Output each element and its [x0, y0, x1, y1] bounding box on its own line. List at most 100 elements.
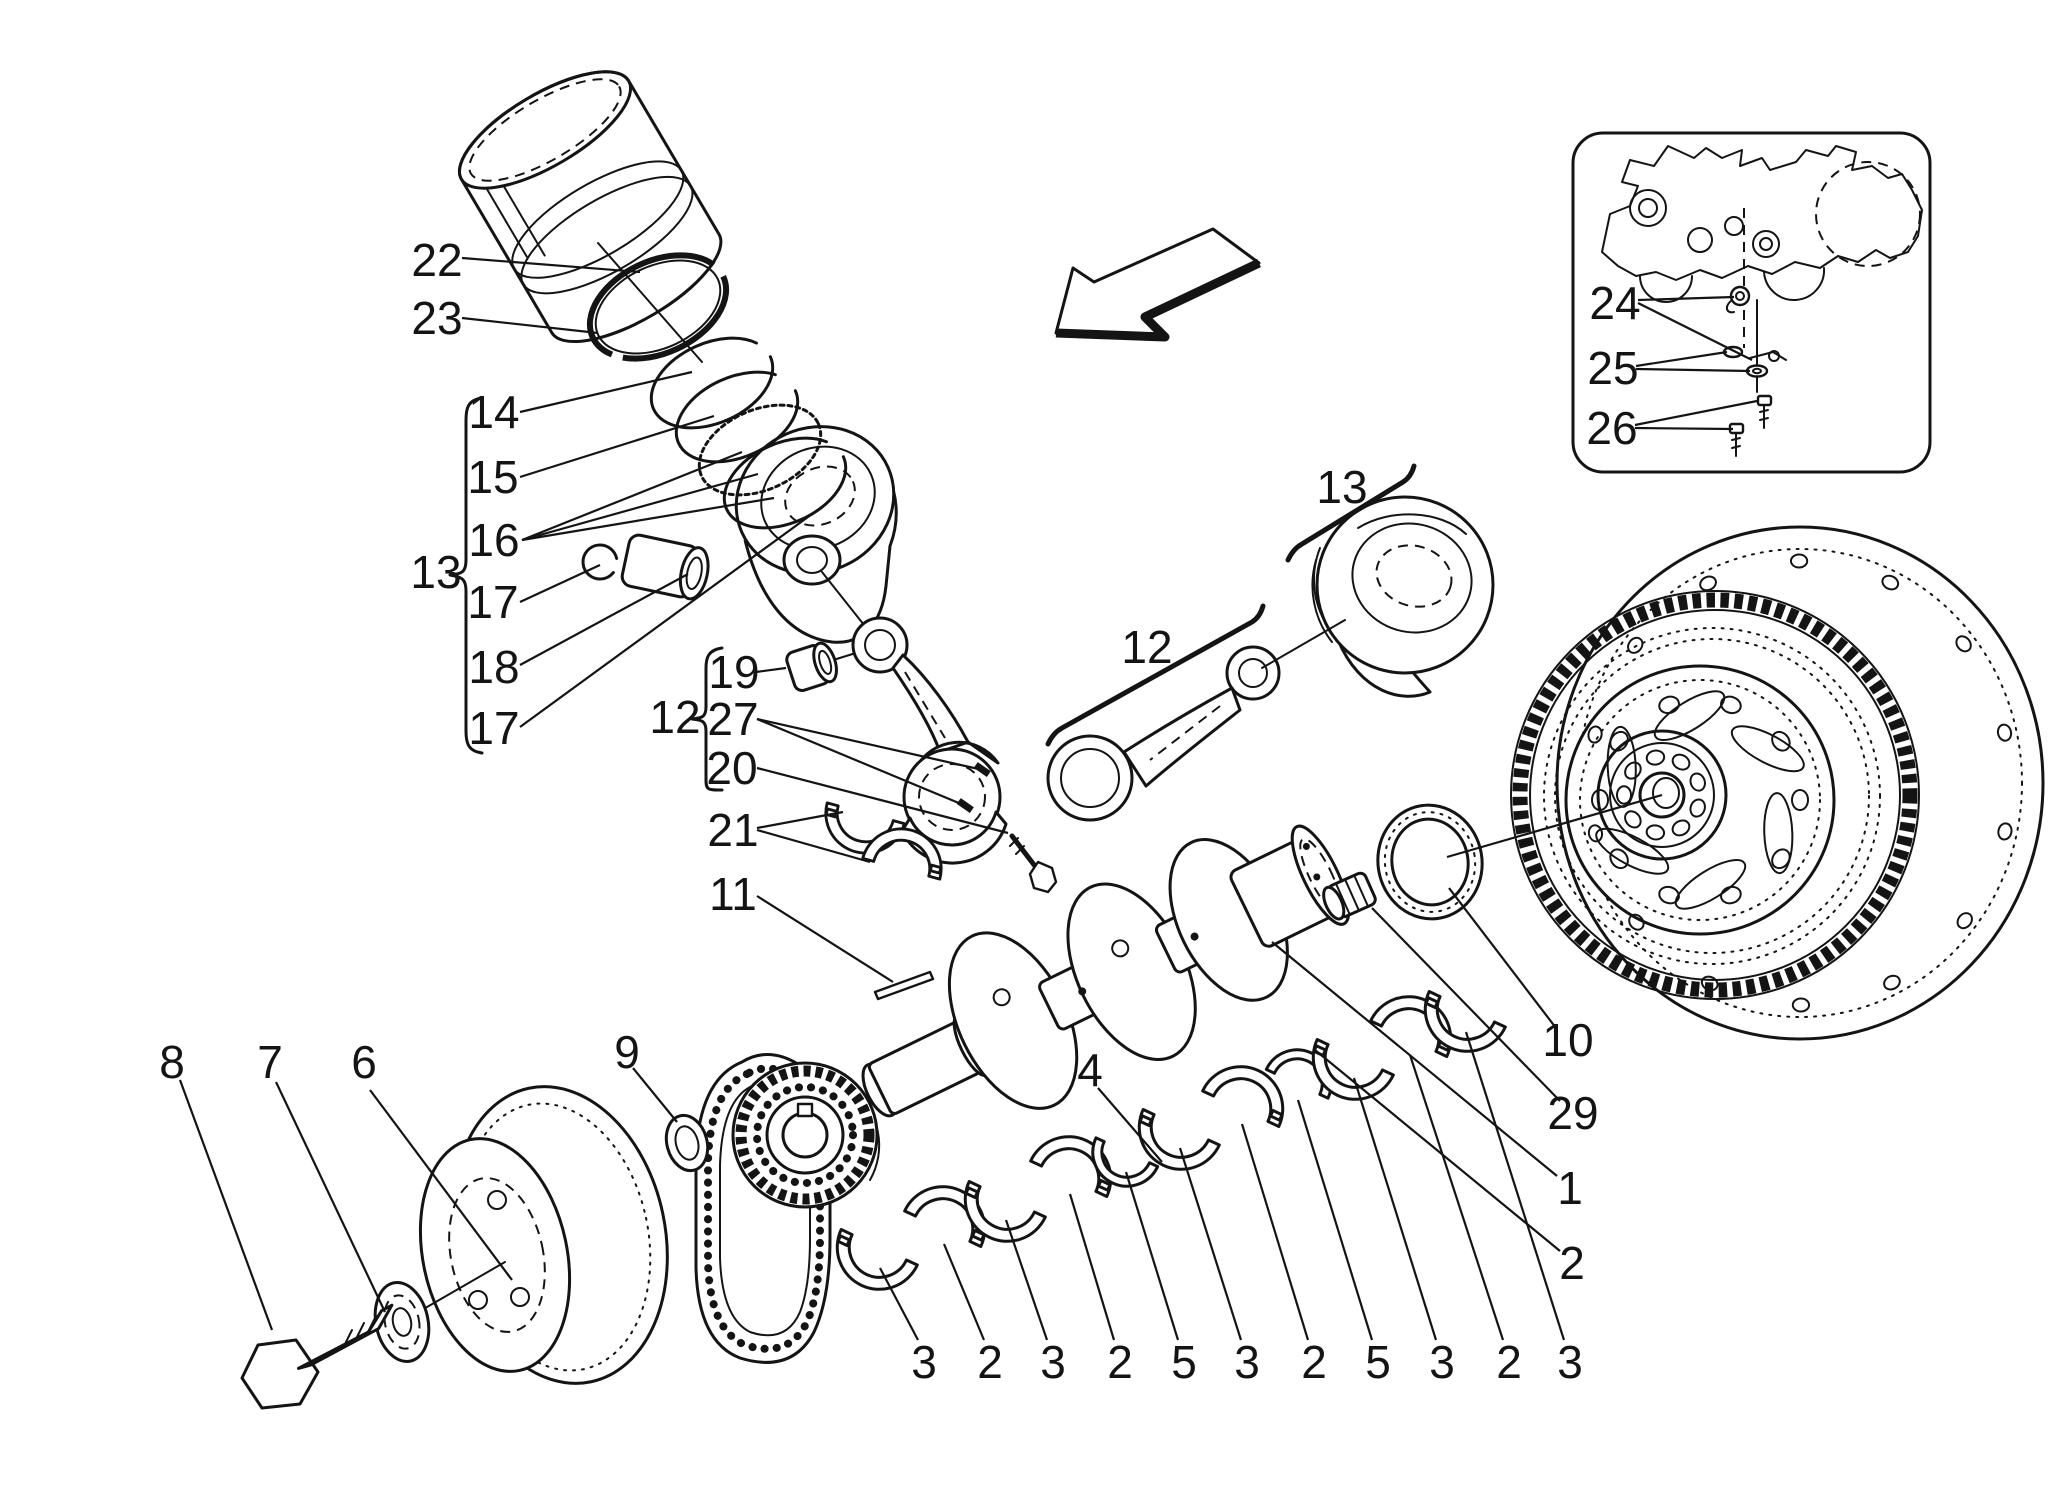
flywheel-hole: [1624, 810, 1642, 829]
callout-14: 14: [468, 370, 693, 438]
callout-label: 10: [1542, 1014, 1593, 1066]
callout-2: 2: [1240, 1123, 1327, 1388]
callout-label: 3: [911, 1336, 937, 1388]
piston-rings: [649, 336, 848, 530]
callout-label: 20: [706, 742, 757, 794]
oil-jet-bolts: [1728, 394, 1773, 457]
callout-16: 16: [468, 450, 775, 566]
piston-left: [734, 425, 898, 644]
callout-29: 29: [1371, 907, 1599, 1139]
callout-label: 3: [1429, 1336, 1455, 1388]
callout-label: 29: [1547, 1087, 1598, 1139]
flywheel-hole: [1615, 785, 1633, 805]
flywheel-hole: [1645, 824, 1666, 841]
flywheel-hole: [1791, 997, 1811, 1013]
conrod-right: [1046, 619, 1346, 822]
callout-label: 5: [1365, 1336, 1391, 1388]
callout-label: 8: [159, 1036, 185, 1088]
callout-20: 20: [706, 742, 1009, 835]
callout-10: 10: [1448, 887, 1594, 1066]
callout-label: 17: [468, 702, 519, 754]
flywheel-hole: [1883, 974, 1901, 991]
callout-13: 13: [1316, 461, 1367, 513]
flywheel-hole: [1720, 885, 1742, 905]
flywheel-hole: [1689, 798, 1706, 818]
callout-19: 19: [708, 646, 787, 698]
flywheel-hole: [1699, 575, 1717, 592]
callout-3: 3: [1464, 1031, 1583, 1388]
flywheel-hole: [1689, 772, 1706, 792]
callout-1: 1: [1271, 941, 1583, 1214]
group-brackets: [448, 396, 1417, 792]
callout-label: 26: [1586, 402, 1637, 454]
callout-13: 13: [410, 546, 461, 598]
callout-7: 7: [257, 1036, 386, 1313]
flywheel-spoke-slot: [1730, 725, 1805, 773]
flywheel-hole: [1624, 761, 1642, 780]
callout-label: 3: [1234, 1336, 1260, 1388]
callout-5: 5: [1296, 1099, 1391, 1388]
callout-label: 11: [709, 868, 757, 920]
flywheel-hole: [1587, 725, 1603, 744]
callout-11: 11: [709, 868, 894, 983]
callout-label: 9: [614, 1026, 640, 1078]
flywheel-spoke-slot: [1653, 690, 1726, 741]
callout-label: 16: [468, 514, 519, 566]
flywheel-hole: [1997, 822, 2013, 841]
callout-23: 23: [411, 292, 599, 344]
flywheel-hole: [1700, 975, 1719, 992]
callout-3: 3: [1352, 1077, 1455, 1388]
callout-label: 13: [1316, 461, 1367, 513]
bracket-12: [690, 646, 724, 792]
piston-right: [1311, 495, 1495, 698]
callout-3: 3: [879, 1267, 937, 1388]
group-line-13: [1285, 463, 1417, 563]
callout-label: 25: [1587, 342, 1638, 394]
callout-label: 12: [649, 691, 700, 743]
callout-12: 12: [1121, 621, 1172, 673]
callout-label: 17: [467, 576, 518, 628]
rear-seal-ring: [1376, 803, 1484, 921]
callout-17: 17: [468, 505, 824, 754]
flywheel-hole: [1791, 789, 1809, 811]
callout-9: 9: [614, 1026, 678, 1123]
flywheel-hole: [1956, 912, 1973, 930]
inset-box: [1571, 131, 1932, 474]
pin-boss: [782, 534, 842, 586]
callout-label: 3: [1040, 1336, 1066, 1388]
flywheel-hole: [1627, 636, 1644, 654]
callout-label: 1: [1557, 1162, 1583, 1214]
callout-24: 24: [1589, 277, 1753, 361]
callout-label: 24: [1589, 277, 1640, 329]
callout-label: 3: [1557, 1336, 1583, 1388]
callout-label: 2: [1559, 1237, 1585, 1289]
flywheel-hole: [1658, 885, 1680, 905]
callout-label: 2: [1107, 1336, 1133, 1388]
callout-label: 21: [707, 804, 758, 856]
crankshaft: [861, 824, 1351, 1118]
callout-label: 13: [410, 546, 461, 598]
callout-label: 2: [977, 1336, 1003, 1388]
oil-jet-washers: [1722, 345, 1769, 378]
flywheel-hole: [1609, 848, 1629, 870]
callout-5: 5: [1124, 1171, 1197, 1388]
callout-label: 14: [468, 386, 519, 438]
group-line-12: [1045, 603, 1266, 747]
callout-6: 6: [351, 1036, 513, 1281]
callout-17: 17: [467, 564, 601, 628]
callout-3: 3: [1004, 1219, 1066, 1388]
callout-27: 27: [707, 693, 984, 808]
callout-22: 22: [411, 234, 641, 286]
callout-label: 4: [1077, 1044, 1103, 1096]
flywheel-hole: [1628, 913, 1645, 931]
pulley-bolt: [240, 1303, 394, 1410]
flywheel-spoke-slot: [1595, 827, 1670, 875]
flywheel-spoke-slot: [1763, 792, 1794, 875]
flywheel-hole: [1720, 695, 1742, 715]
callout-label: 19: [708, 646, 759, 698]
crank-sprocket: [731, 1061, 881, 1209]
flywheel-hole: [1658, 695, 1680, 715]
cylinder-liner: [457, 70, 723, 344]
